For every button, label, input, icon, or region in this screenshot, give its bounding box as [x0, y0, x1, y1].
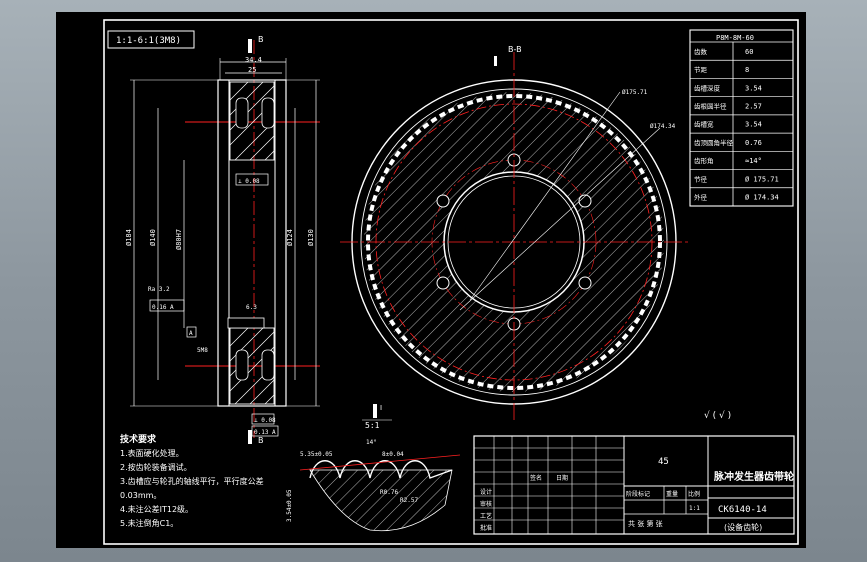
svg-text:日期: 日期: [556, 474, 568, 482]
param-key: 节距: [694, 66, 708, 74]
svg-text:重量: 重量: [666, 490, 678, 498]
note-line: 2.按齿轮装备调试。: [120, 462, 192, 472]
param-value: 3.54: [745, 121, 762, 129]
svg-text:A: A: [189, 330, 193, 337]
svg-text:I: I: [380, 404, 382, 412]
svg-text:Ø130: Ø130: [307, 229, 315, 246]
svg-text:45: 45: [658, 457, 669, 467]
param-key: 外径: [694, 193, 708, 202]
svg-text:Ø174.34: Ø174.34: [650, 123, 676, 130]
svg-text:6.3: 6.3: [246, 304, 257, 311]
param-value: 60: [745, 48, 753, 56]
param-key: 齿形角: [694, 156, 714, 165]
svg-text:共 张 第 张: 共 张 第 张: [628, 519, 663, 528]
param-key: 齿顶圆角半径: [694, 138, 734, 147]
svg-text:B: B: [258, 35, 264, 44]
svg-text:比例: 比例: [688, 490, 700, 498]
svg-text:Ø124: Ø124: [286, 229, 294, 246]
note-line: 1.表面硬化处理。: [120, 448, 184, 458]
detail-view: I 5:1 5.35±0.05 14° 8±0.04 R0.76 R2.57 3…: [286, 404, 461, 532]
svg-text:Ø140: Ø140: [149, 229, 157, 246]
svg-text:工艺: 工艺: [480, 512, 492, 520]
param-value: 8: [745, 66, 749, 74]
param-key: 齿根圆半径: [694, 102, 727, 111]
svg-text:0.13 A: 0.13 A: [254, 429, 276, 436]
svg-text:Ø80H7: Ø80H7: [175, 229, 183, 250]
tag-box: [107, 30, 195, 49]
svg-text:8±0.04: 8±0.04: [382, 451, 404, 458]
front-view: Ø175.71 Ø174.34 B-B: [340, 45, 690, 420]
title-block: 45 脉冲发生器齿带轮 CK6140-14 (设备齿轮) 阶段标记 重量 比例 …: [473, 435, 795, 535]
note-line: 4.未注公差IT12级。: [120, 504, 193, 514]
svg-text:⊥ 0.08: ⊥ 0.08: [254, 417, 276, 424]
svg-text:技术要求: 技术要求: [120, 433, 157, 445]
svg-text:Ra 3.2: Ra 3.2: [148, 286, 170, 293]
tag-text: 1:1-6:1(3M8): [116, 36, 181, 46]
svg-text:CK6140-14: CK6140-14: [718, 505, 767, 515]
note-line: 0.03mm。: [120, 491, 161, 500]
svg-text:25: 25: [248, 66, 256, 74]
svg-text:签名: 签名: [530, 474, 542, 482]
svg-text:5.35±0.05: 5.35±0.05: [300, 451, 333, 458]
svg-text:脉冲发生器齿带轮: 脉冲发生器齿带轮: [713, 470, 794, 483]
param-key: 齿槽宽: [694, 120, 714, 129]
param-value: 3.54: [745, 84, 762, 92]
svg-text:3.54±0.05: 3.54±0.05: [286, 489, 293, 522]
svg-text:阶段标记: 阶段标记: [626, 490, 650, 498]
svg-text:批准: 批准: [480, 524, 492, 532]
param-value: ≈14°: [745, 157, 762, 165]
param-value: Ø 175.71: [745, 175, 779, 183]
svg-text:P8M-8M-60: P8M-8M-60: [716, 34, 754, 42]
param-key: 节径: [694, 174, 708, 183]
svg-text:14°: 14°: [366, 439, 377, 446]
svg-text:(设备齿轮): (设备齿轮): [724, 522, 762, 532]
roughness-note: √ ( √ ): [704, 410, 731, 421]
svg-text:B-B: B-B: [508, 45, 522, 54]
svg-text:34.4: 34.4: [245, 56, 262, 64]
param-value: 0.76: [745, 139, 762, 147]
drawing-border: [103, 19, 799, 545]
technical-notes: 技术要求 1.表面硬化处理。 2.按齿轮装备调试。 3.齿槽应与轮孔的轴线平行，平行…: [120, 433, 264, 528]
svg-text:0.16 A: 0.16 A: [152, 304, 174, 311]
svg-text:设计: 设计: [480, 488, 492, 496]
svg-text:B: B: [258, 436, 264, 445]
note-line: 3.齿槽应与轮孔的轴线平行，平行度公差: [120, 476, 264, 486]
param-value: 2.57: [745, 103, 762, 111]
svg-text:R2.57: R2.57: [400, 497, 418, 504]
param-key: 齿槽深度: [694, 83, 721, 92]
svg-text:5M8: 5M8: [197, 347, 208, 354]
parameter-table: P8M-8M-60 齿数 60 节距 8 齿槽深度 3.54 齿根圆半径 2.57 齿槽宽 3.5…: [689, 29, 794, 207]
svg-text:⊥ 0.08: ⊥ 0.08: [238, 178, 260, 185]
param-value: Ø 174.34: [745, 194, 779, 202]
svg-text:1:1: 1:1: [689, 505, 700, 512]
section-view: 34.4 25 B Ø184 Ø140 Ø80H7 Ø124 Ø130 ⊥ 0.…: [125, 35, 320, 445]
svg-text:审核: 审核: [480, 500, 492, 508]
svg-text:5:1: 5:1: [365, 421, 380, 430]
svg-text:Ø184: Ø184: [125, 229, 133, 246]
svg-text:R0.76: R0.76: [380, 489, 398, 496]
svg-text:Ø175.71: Ø175.71: [622, 89, 648, 96]
param-key: 齿数: [694, 47, 708, 56]
note-line: 5.未注倒角C1。: [120, 518, 178, 528]
